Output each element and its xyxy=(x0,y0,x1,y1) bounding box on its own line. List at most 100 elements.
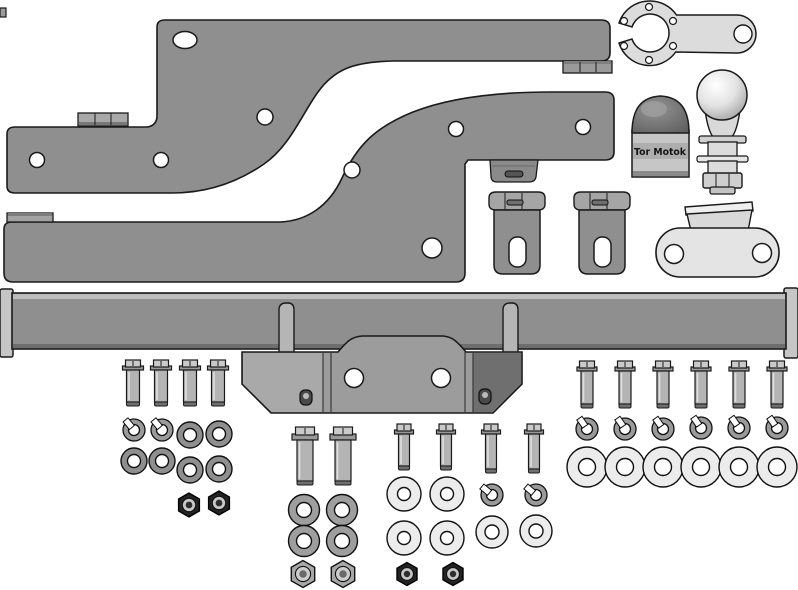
nut-hole xyxy=(403,570,411,578)
bolt-tip xyxy=(440,465,452,471)
washer-hole xyxy=(396,530,412,546)
bolt-mid-right-1 xyxy=(480,423,502,474)
spring-gap-cut xyxy=(766,414,779,428)
spring-gap-cut xyxy=(652,415,665,429)
washer-hole xyxy=(615,457,635,477)
bolt-tip xyxy=(656,403,670,409)
washer-left-6 xyxy=(205,455,233,483)
bolt-center-1 xyxy=(393,423,415,471)
ball-cover-cap: Tor Motok xyxy=(631,95,690,178)
spring-washer-right-2 xyxy=(613,415,637,441)
bolt-tip xyxy=(770,403,784,409)
washer-hole xyxy=(211,426,227,442)
spring-gap xyxy=(728,414,741,428)
spring-gap xyxy=(523,483,537,497)
spring-gap-cut xyxy=(479,483,493,497)
bolt-center-2 xyxy=(435,423,457,471)
bolt-right-5 xyxy=(728,360,750,409)
bolt-mid-right-group xyxy=(480,423,545,474)
washer-right-1 xyxy=(566,446,608,488)
washer-right-4 xyxy=(680,446,722,488)
washer-right-2 xyxy=(604,446,646,488)
crossbar-top-face xyxy=(13,294,785,299)
tow-ball xyxy=(696,69,749,195)
hole xyxy=(619,41,629,51)
nut-center-1 xyxy=(396,561,418,587)
angle-bracket-right xyxy=(573,191,631,275)
washer-center-group xyxy=(386,476,465,556)
spring-washer-right-1 xyxy=(575,415,599,441)
spring-washer-mid-right-2 xyxy=(523,483,548,507)
washer-hole xyxy=(154,453,170,469)
center-plate-shape-10 xyxy=(303,393,309,399)
bolt-mid-right-2 xyxy=(523,423,545,474)
bolt-right-group xyxy=(576,360,788,409)
hole xyxy=(668,16,678,26)
washer-left-1 xyxy=(176,421,204,449)
spring-gap xyxy=(652,415,665,429)
spring-washer-right-group xyxy=(575,414,789,441)
washer-hole xyxy=(396,486,412,502)
washer-mid-right-group xyxy=(475,514,553,549)
spring-gap-cut xyxy=(576,415,589,429)
center-plate xyxy=(241,335,523,414)
washer-hole xyxy=(295,532,313,550)
washer-hole xyxy=(333,501,351,519)
washer-hole xyxy=(182,462,198,478)
spring-gap-cut xyxy=(122,417,136,431)
spring-gap-cut xyxy=(523,483,537,497)
side-member-lower xyxy=(3,91,615,283)
hole xyxy=(663,243,685,265)
nut-hole xyxy=(299,570,307,578)
washer-mid-right-1 xyxy=(475,515,509,549)
washer-rear-2 xyxy=(325,493,359,527)
nut-hole xyxy=(449,570,457,578)
spring-washer-right-6 xyxy=(765,414,789,440)
bolt-rear-group xyxy=(291,426,357,486)
flange-base xyxy=(655,227,780,278)
bolt-left-group xyxy=(121,359,230,407)
spring-gap xyxy=(122,417,136,431)
spring-washer-right-4 xyxy=(689,414,713,440)
washer-mid-right-2 xyxy=(519,514,553,548)
bracket-slot xyxy=(593,236,612,268)
hole xyxy=(733,24,753,44)
bolt-left-2 xyxy=(149,359,173,407)
bolt-tip xyxy=(528,468,540,474)
nut-center-group xyxy=(396,561,464,587)
nut-hole xyxy=(185,501,193,509)
spring-gap-cut xyxy=(150,417,164,431)
side-member-upper-body xyxy=(6,19,611,194)
hole xyxy=(256,108,274,126)
hole xyxy=(644,2,654,12)
washer-hole xyxy=(439,486,455,502)
washer-hole xyxy=(577,457,597,477)
nut-hole xyxy=(215,499,223,507)
bolt-tip xyxy=(732,403,746,409)
spring-washer-left-1 xyxy=(122,417,146,442)
spring-gap-cut xyxy=(690,414,703,428)
hole xyxy=(644,55,654,65)
bolt-tip xyxy=(618,403,632,409)
bolt-tip xyxy=(183,401,197,407)
washer-hole xyxy=(182,427,198,443)
washer-rear-1 xyxy=(287,493,321,527)
spring-gap xyxy=(766,414,779,428)
ball-mount-flange xyxy=(655,201,780,278)
washer-center-2 xyxy=(429,476,465,512)
bolt-shaft xyxy=(527,433,541,470)
bolt-rear-1 xyxy=(291,426,319,486)
spring-washer-mid-right-group xyxy=(479,483,548,507)
bolt-shaft xyxy=(397,433,411,467)
bolt-left-1 xyxy=(121,359,145,407)
bolt-right-4 xyxy=(690,360,712,409)
washer-hole xyxy=(691,457,711,477)
cap-dome-highlight xyxy=(641,101,667,117)
washer-right-group xyxy=(566,446,798,488)
washer-hole xyxy=(767,457,787,477)
washer-left-group xyxy=(120,420,233,484)
hole xyxy=(574,118,592,136)
ball-stem xyxy=(707,160,738,175)
ball-nut xyxy=(702,172,743,189)
